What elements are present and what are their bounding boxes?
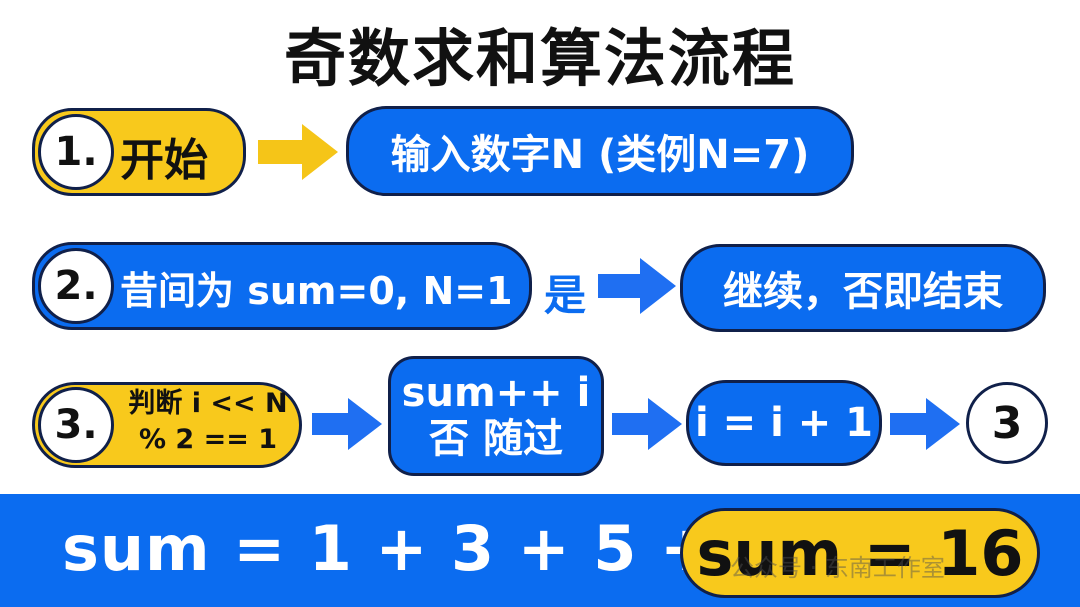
step1-number: 1.	[38, 114, 114, 190]
input-n-label: 输入数字N (类例N=7)	[390, 132, 810, 178]
increment-pill: i = i + 1	[686, 380, 882, 466]
sum-add-line1: sum++ i	[401, 370, 591, 416]
continue-label: 继续，否即结束	[723, 269, 1003, 315]
loop-back-circle: 3	[966, 382, 1048, 464]
step3-check-line2: % 2 == 1	[138, 424, 278, 455]
step2-label: 昔间为 sum=0, N=1	[120, 269, 513, 313]
page-title: 奇数求和算法流程	[283, 22, 796, 95]
arrow-right-icon	[312, 398, 382, 450]
sum-result: sum = 16	[696, 516, 1024, 590]
step2-number: 2.	[38, 248, 114, 324]
input-n-pill: 输入数字N (类例N=7)	[346, 106, 854, 196]
arrow-right-icon	[890, 398, 960, 450]
increment-label: i = i + 1	[695, 400, 873, 446]
arrow-right-icon	[258, 124, 338, 180]
step3-number: 3.	[38, 387, 114, 463]
arrow-right-icon	[612, 398, 682, 450]
step3-check-text: 判断 i << N % 2 == 1	[118, 386, 298, 458]
sum-add-box: sum++ i 否 随过	[388, 356, 604, 476]
step3-check-line1: 判断 i << N	[128, 388, 288, 419]
watermark: 公众号 · 东南工作室	[730, 554, 945, 582]
sum-result-pill: sum = 16	[680, 508, 1040, 598]
continue-pill: 继续，否即结束	[680, 244, 1046, 332]
arrow-right-icon	[598, 258, 676, 314]
step1-label: 开始	[120, 135, 208, 186]
yes-label: 是	[544, 271, 587, 320]
sum-add-line2: 否 随过	[429, 416, 563, 462]
sum-equation: sum = 1 + 3 + 5 + 7	[62, 512, 780, 585]
step2-init-pill	[32, 242, 532, 330]
